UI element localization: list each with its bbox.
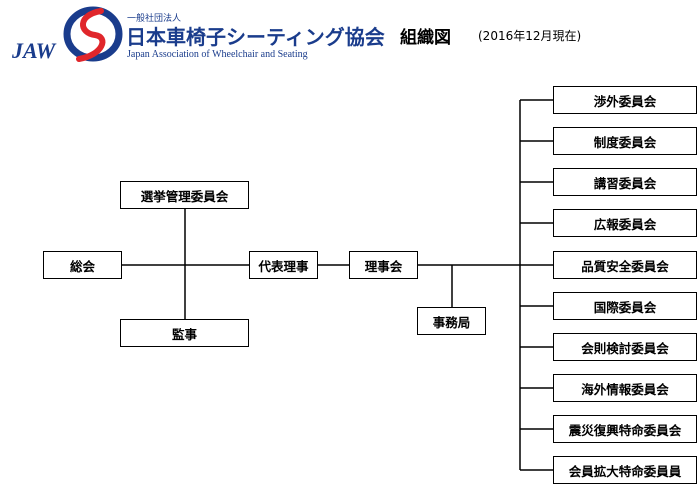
logo-wordmark: JAW [12, 38, 56, 63]
node-committee: 海外情報委員会 [553, 374, 697, 402]
node-board: 理事会 [349, 251, 418, 279]
page-header: JAW 一般社団法人 日本車椅子シーティング協会 Japan Associati… [0, 0, 700, 64]
node-election-committee: 選挙管理委員会 [120, 181, 249, 209]
node-committee: 渉外委員会 [553, 86, 697, 114]
org-legal-form: 一般社団法人 [127, 14, 182, 24]
node-committee: 制度委員会 [553, 127, 697, 155]
node-secretariat: 事務局 [417, 307, 486, 335]
node-committee: 品質安全委員会 [553, 251, 697, 279]
node-committee: 講習委員会 [553, 168, 697, 196]
org-name-english: Japan Association of Wheelchair and Seat… [127, 49, 308, 60]
node-committee: 会員拡大特命委員員 [553, 456, 697, 484]
node-committee: 国際委員会 [553, 292, 697, 320]
jaw-logo-icon [63, 6, 123, 62]
node-committee: 会則検討委員会 [553, 333, 697, 361]
node-committee: 広報委員会 [553, 209, 697, 237]
node-general-assembly: 総会 [43, 251, 122, 279]
node-committee: 震災復興特命委員会 [553, 415, 697, 443]
date-note: (2016年12月現在) [478, 29, 582, 43]
page-title: 組織図 [400, 28, 451, 48]
org-name: 日本車椅子シーティング協会 [126, 25, 385, 49]
node-representative-director: 代表理事 [249, 251, 318, 279]
node-auditor: 監事 [120, 319, 249, 347]
